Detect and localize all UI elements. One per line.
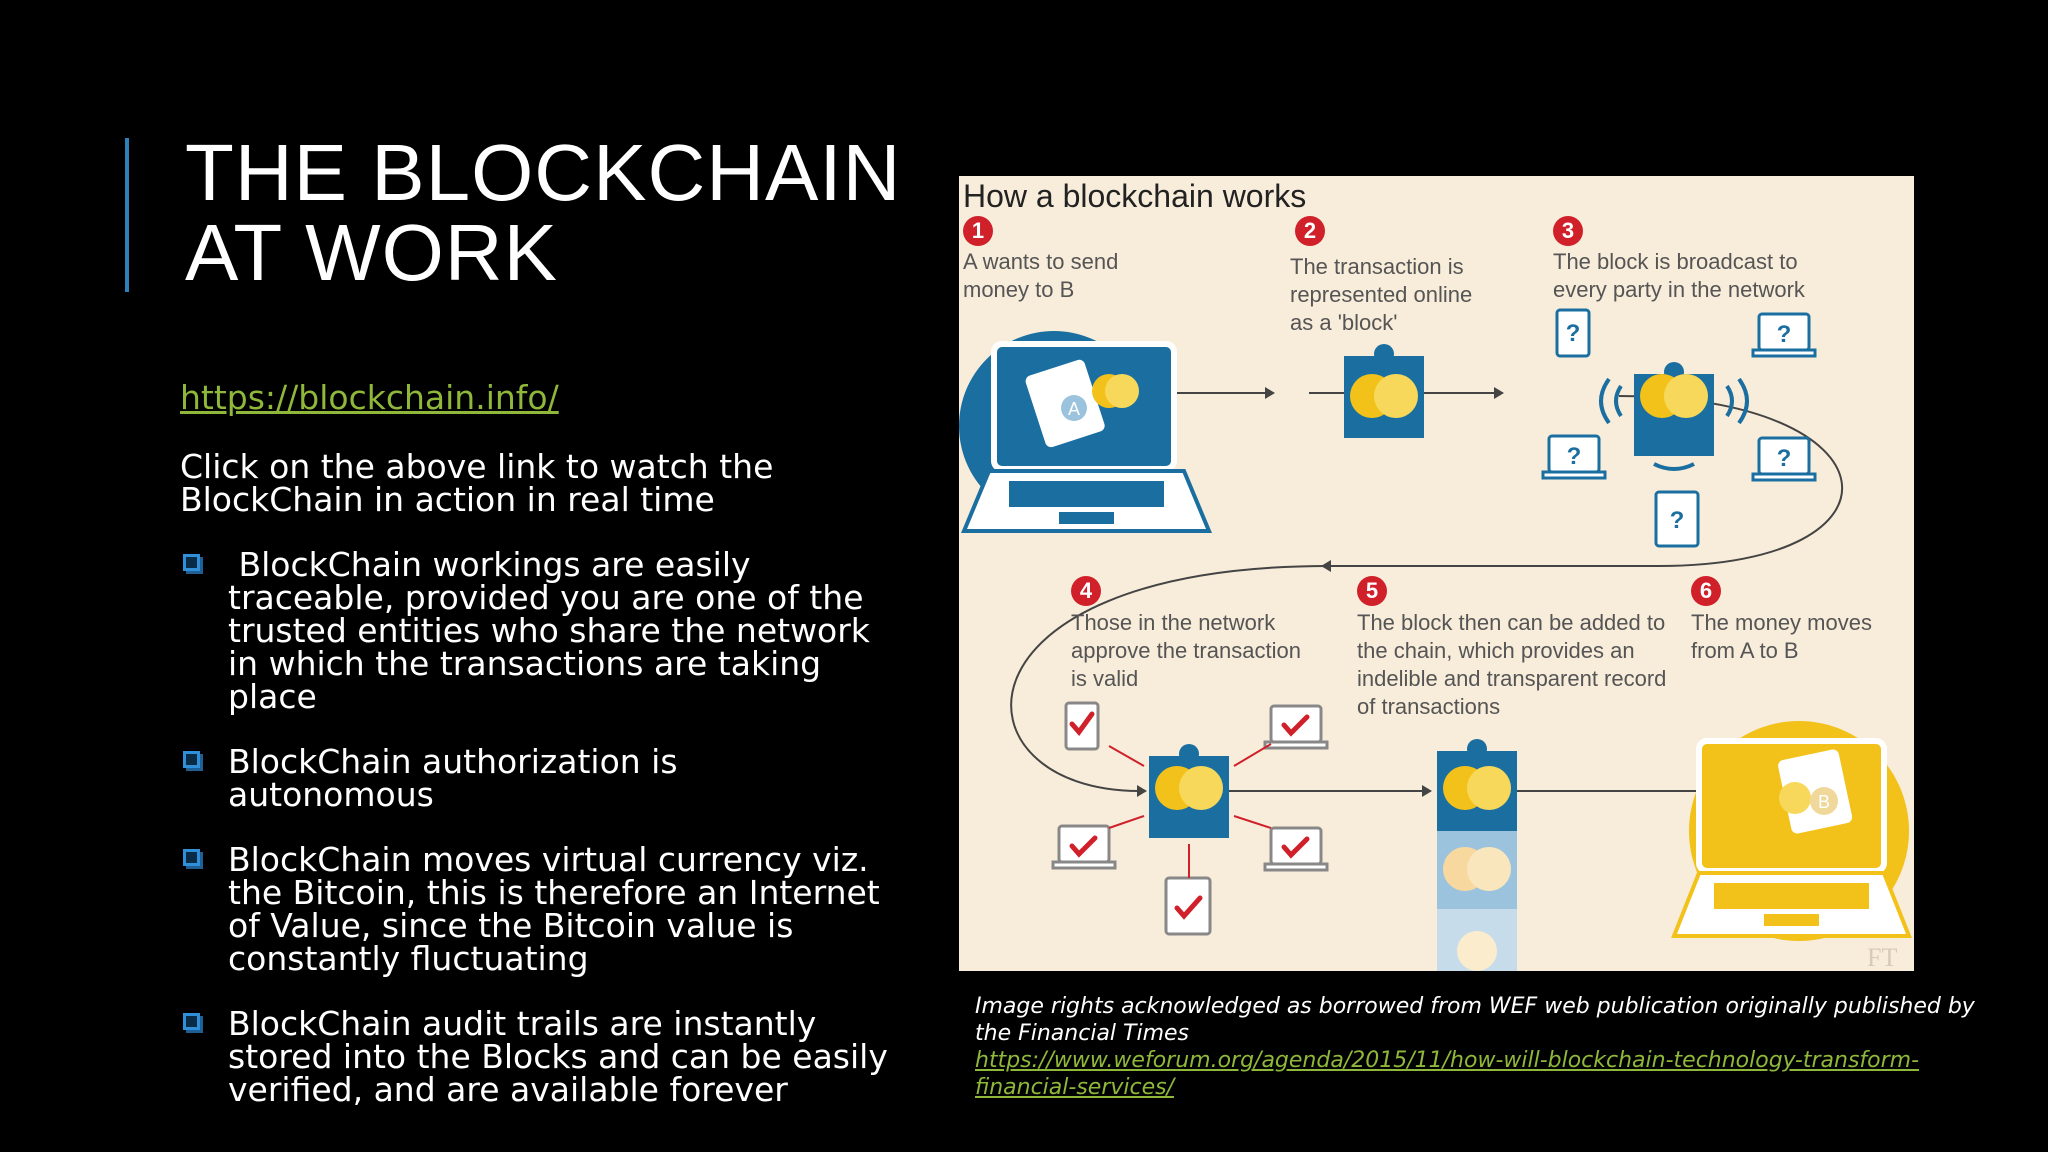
- bullet-text: BlockChain authorization is autonomous: [228, 742, 678, 814]
- approval-arrows: [1108, 743, 1272, 878]
- step-1-badge: 1: [963, 216, 993, 246]
- approval-block-icon: [1149, 744, 1229, 838]
- slide-title-line2: AT WORK: [185, 208, 558, 297]
- slide-title: THE BLOCKCHAIN AT WORK: [185, 133, 905, 293]
- title-accent-bar: [125, 138, 129, 292]
- step-6-text: The money moves from A to B: [1691, 610, 1872, 663]
- step-2-text: The transaction is represented online as…: [1290, 254, 1473, 335]
- chain-icon: [1437, 739, 1517, 971]
- bullet-item: BlockChain audit trails are instantly st…: [180, 1007, 890, 1106]
- bullet-item: BlockChain workings are easily traceable…: [180, 548, 890, 713]
- step-1-text: A wants to send money to B: [963, 249, 1119, 302]
- svg-text:?: ?: [1777, 445, 1792, 472]
- blockchain-info-link[interactable]: https://blockchain.info/: [180, 378, 559, 417]
- bullet-list: BlockChain workings are easily traceable…: [180, 548, 890, 1138]
- infographic-artwork: A ??? ??: [959, 308, 1912, 971]
- bullet-text: BlockChain audit trails are instantly st…: [228, 1004, 888, 1109]
- svg-text:?: ?: [1777, 321, 1792, 348]
- image-credit-caption: Image rights acknowledged as borrowed fr…: [975, 993, 1975, 1101]
- slide-title-line1: THE BLOCKCHAIN: [185, 128, 902, 217]
- weforum-source-link[interactable]: https://www.weforum.org/agenda/2015/11/h…: [975, 1048, 1920, 1100]
- flow-arrows: [1010, 392, 1844, 792]
- checkbox-bullet-icon: [183, 849, 200, 866]
- step-3-text: The block is broadcast to every party in…: [1553, 249, 1805, 302]
- step-4-badge: 4: [1071, 576, 1101, 606]
- bullet-item: BlockChain authorization is autonomous: [180, 745, 890, 811]
- network-device-icons: [1541, 308, 1817, 548]
- step-5-badge: 5: [1357, 576, 1387, 606]
- block-icon: [1344, 344, 1424, 438]
- checkbox-bullet-icon: [183, 751, 200, 768]
- intro-text: Click on the above link to watch the Blo…: [180, 447, 774, 519]
- bullet-item: BlockChain moves virtual currency viz. t…: [180, 843, 890, 975]
- bullet-text: BlockChain workings are easily traceable…: [228, 545, 881, 716]
- broadcast-block-icon: [1599, 362, 1749, 471]
- label-b: B: [1818, 792, 1830, 812]
- step-2-badge: 2: [1295, 216, 1325, 246]
- step-3-badge: 3: [1553, 216, 1583, 246]
- laptop-b-icon: [1671, 721, 1912, 941]
- svg-text:?: ?: [1567, 443, 1582, 470]
- checkbox-bullet-icon: [183, 554, 200, 571]
- step-4-text: Those in the network approve the transac…: [1071, 610, 1301, 691]
- checkbox-bullet-icon: [183, 1013, 200, 1030]
- infographic-title: How a blockchain works: [963, 178, 1307, 214]
- check-marks: [1069, 711, 1310, 920]
- step-5-text: The block then can be added to the chain…: [1357, 610, 1667, 719]
- caption-text: Image rights acknowledged as borrowed fr…: [975, 994, 1975, 1046]
- bullet-text: BlockChain moves virtual currency viz. t…: [228, 840, 880, 978]
- svg-text:?: ?: [1566, 320, 1581, 347]
- ft-watermark: FT: [1867, 943, 1897, 971]
- svg-text:?: ?: [1670, 507, 1685, 534]
- label-a: A: [1068, 399, 1080, 419]
- laptop-a-icon: [959, 331, 1212, 533]
- blockchain-infographic: A ??? ??: [959, 176, 1914, 971]
- step-6-badge: 6: [1691, 576, 1721, 606]
